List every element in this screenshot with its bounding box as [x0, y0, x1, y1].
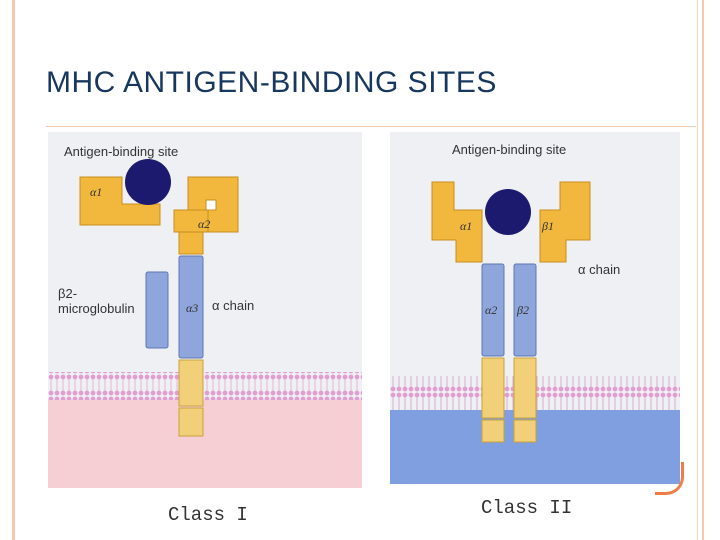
b2m-label-line2: microglobulin: [58, 301, 135, 316]
alpha-tail: [481, 419, 505, 443]
bound-peptide: [125, 159, 171, 205]
transmembrane-segment: [178, 359, 204, 407]
class2-diagram: Antigen-binding site α1 β1 α2 β2 α chain: [390, 132, 680, 484]
slide-frame-right: [702, 0, 704, 540]
alpha1-label: α1: [90, 185, 102, 199]
beta2-label: β2: [516, 303, 529, 317]
alpha-hinge: [178, 231, 204, 255]
cytoplasm: [48, 400, 362, 488]
membrane: [48, 372, 362, 400]
class2-caption: Class II: [481, 497, 573, 519]
class2-diagram-panel: Antigen-binding site α1 β1 α2 β2 α chain: [390, 132, 680, 484]
b2m-label-line1: β2-: [58, 286, 77, 301]
slide-frame-right-inner: [697, 0, 698, 540]
slide-frame-left: [12, 0, 15, 540]
beta-transmembrane: [513, 357, 537, 419]
cytoplasmic-tail: [178, 407, 204, 437]
alpha3-label: α3: [186, 301, 198, 315]
beta-tail: [513, 419, 537, 443]
alpha1-domain: [79, 176, 161, 226]
slide-corner-decoration: [655, 462, 684, 495]
class1-diagram-panel: Antigen-binding site α1 α2 α3 α chain β2…: [48, 132, 362, 488]
alpha2-domain: [481, 263, 505, 357]
binding-groove-notch: [205, 199, 217, 211]
slide-title: MHC ANTIGEN-BINDING SITES: [46, 66, 497, 99]
antigen-binding-site-label: Antigen-binding site: [64, 144, 178, 159]
extracellular-space: [48, 132, 362, 372]
alpha1-label: α1: [460, 219, 472, 233]
antigen-binding-site-label: Antigen-binding site: [452, 142, 566, 157]
class1-caption: Class I: [168, 504, 248, 526]
alpha2-label: α2: [198, 217, 210, 231]
beta1-domain: [539, 181, 591, 263]
alpha1-domain: [431, 181, 483, 263]
alpha-chain-label: α chain: [578, 262, 620, 277]
alpha2-label: α2: [485, 303, 497, 317]
b2m-domain: [145, 271, 169, 349]
title-divider: [46, 126, 696, 127]
bound-peptide: [485, 189, 531, 235]
class1-diagram: Antigen-binding site α1 α2 α3 α chain β2…: [48, 132, 362, 488]
beta1-label: β1: [541, 219, 554, 233]
alpha-chain-label: α chain: [212, 298, 254, 313]
alpha3-domain: [178, 255, 204, 359]
alpha-transmembrane: [481, 357, 505, 419]
beta2-domain: [513, 263, 537, 357]
